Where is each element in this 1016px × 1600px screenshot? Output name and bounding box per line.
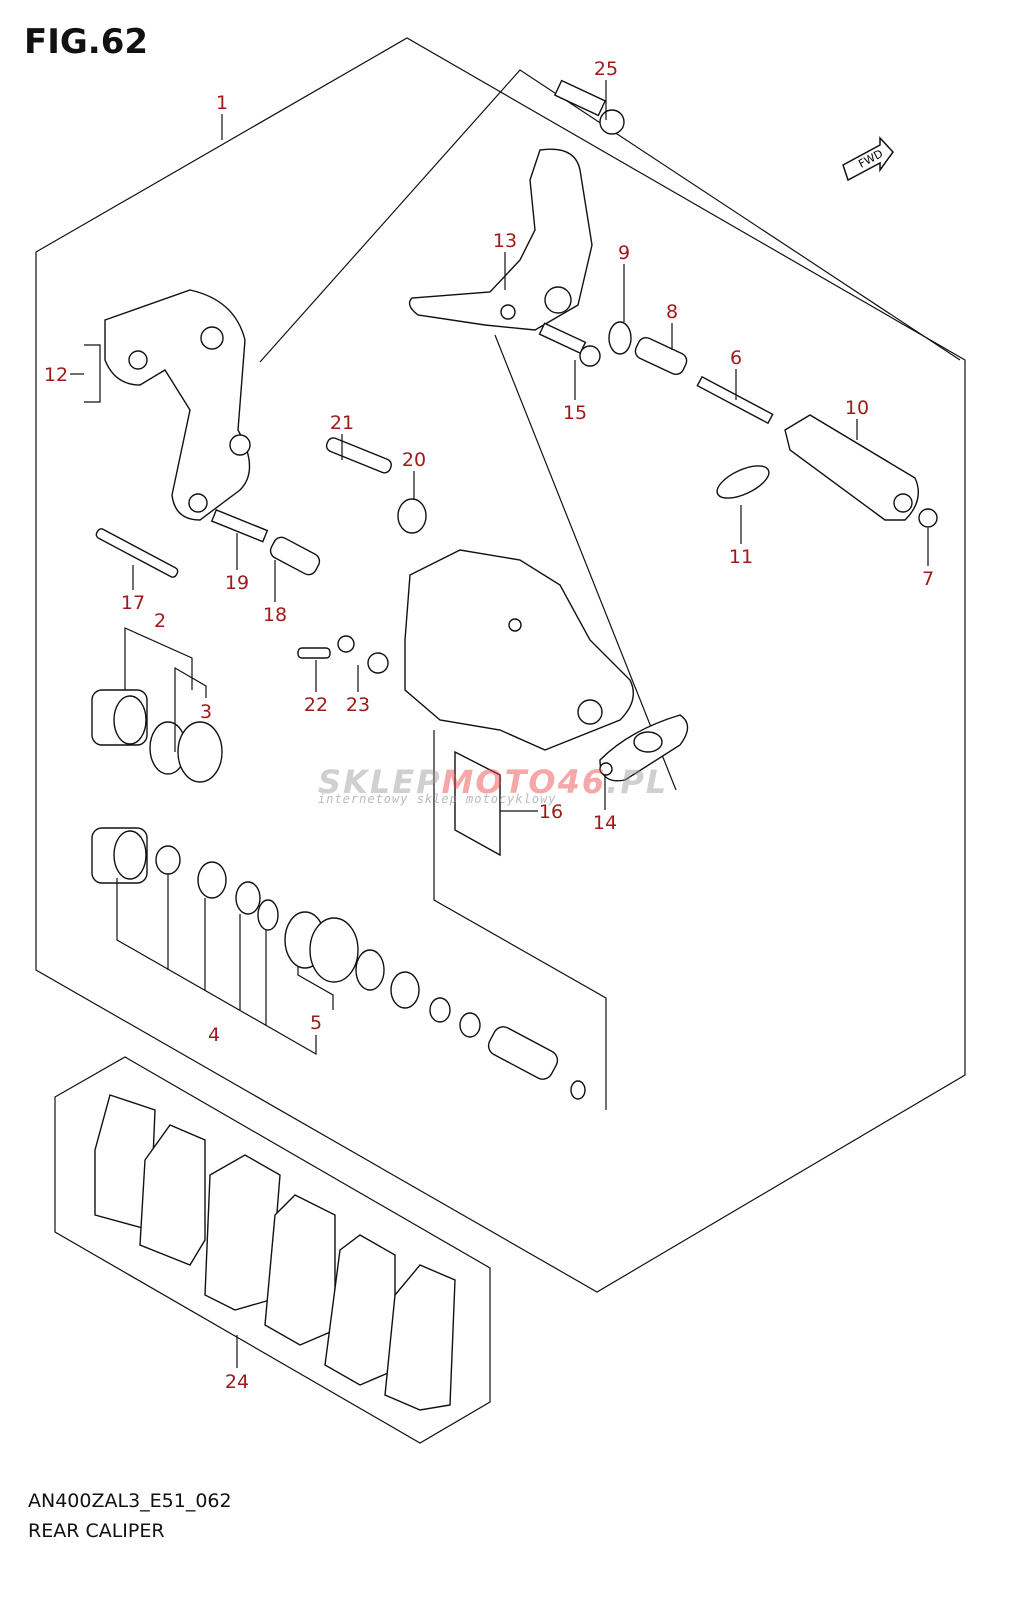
callout-1: 1 <box>216 92 228 114</box>
callout-9: 9 <box>618 242 630 264</box>
pin-21 <box>325 437 392 474</box>
bolt-25 <box>553 79 625 135</box>
pad-set-outline <box>54 1056 491 1444</box>
leader-line <box>494 334 677 791</box>
fwd-arrow-icon: FWD <box>842 136 894 182</box>
figure-name: REAR CALIPER <box>28 1520 165 1542</box>
piston-4 <box>91 827 148 884</box>
watermark-suffix: .PL <box>606 763 669 801</box>
gasket-14 <box>599 714 689 782</box>
spring-11 <box>716 465 770 499</box>
washer <box>429 997 451 1023</box>
callout-12: 12 <box>44 364 68 386</box>
o-ring-9 <box>608 321 632 355</box>
torque-arm-part <box>408 148 593 331</box>
callout-5: 5 <box>310 1012 322 1034</box>
callout-4: 4 <box>208 1024 220 1046</box>
figure-title: FIG.62 <box>24 22 149 62</box>
boot-20 <box>397 498 427 534</box>
callout-23: 23 <box>346 694 370 716</box>
callout-7: 7 <box>922 568 934 590</box>
callout-18: 18 <box>263 604 287 626</box>
nut-7 <box>918 508 938 528</box>
cam <box>390 971 420 1009</box>
callout-20: 20 <box>402 449 426 471</box>
spring-16 <box>454 750 501 857</box>
washer-4 <box>235 881 261 915</box>
callout-13: 13 <box>493 230 517 252</box>
spring-rod-6 <box>696 375 774 425</box>
cap-23 <box>337 635 389 674</box>
callout-8: 8 <box>666 301 678 323</box>
watermark-tagline: internetowy sklep motocyklowy <box>318 792 557 806</box>
shaft <box>487 1026 559 1080</box>
seal <box>459 1012 481 1038</box>
circlip <box>355 949 385 991</box>
callout-16: 16 <box>539 801 563 823</box>
callout-22: 22 <box>304 694 328 716</box>
callout-6: 6 <box>730 347 742 369</box>
o-ring <box>570 1080 586 1100</box>
caliper-group-outline <box>433 730 607 1110</box>
seal-3b <box>177 721 223 783</box>
caliper-body <box>404 549 634 751</box>
clip-4 <box>257 899 279 931</box>
callout-17: 17 <box>121 592 145 614</box>
callout-24: 24 <box>225 1371 249 1393</box>
callout-21: 21 <box>330 412 354 434</box>
callout-25: 25 <box>594 58 618 80</box>
piston-2 <box>91 689 148 746</box>
assembly-outline <box>35 37 966 1293</box>
adjuster-4 <box>155 845 181 875</box>
bolt-19 <box>210 509 269 543</box>
bleeder-22 <box>297 647 331 659</box>
watermark-logo: SKLEPMOTO46.PL <box>318 763 668 801</box>
pin-18 <box>269 536 321 576</box>
pin-17 <box>95 528 179 578</box>
watermark-grey: SKLEP <box>318 763 442 801</box>
bracket-part <box>104 289 251 521</box>
callout-10: 10 <box>845 397 869 419</box>
watermark-red: MOTO46 <box>441 763 607 801</box>
callout-2: 2 <box>154 610 166 632</box>
lever-10 <box>784 414 919 521</box>
bracket-outline <box>259 69 961 363</box>
callout-11: 11 <box>729 546 753 568</box>
callout-3: 3 <box>200 701 212 723</box>
callout-15: 15 <box>563 402 587 424</box>
leader-lines <box>70 80 929 1368</box>
bolt-15 <box>538 322 601 367</box>
sleeve-8 <box>634 336 688 376</box>
spring-4 <box>197 861 227 899</box>
callout-14: 14 <box>593 812 617 834</box>
seal-5b <box>309 917 359 983</box>
model-code: AN400ZAL3_E51_062 <box>28 1490 232 1512</box>
brake-pads-24 <box>94 1094 456 1411</box>
callout-19: 19 <box>225 572 249 594</box>
